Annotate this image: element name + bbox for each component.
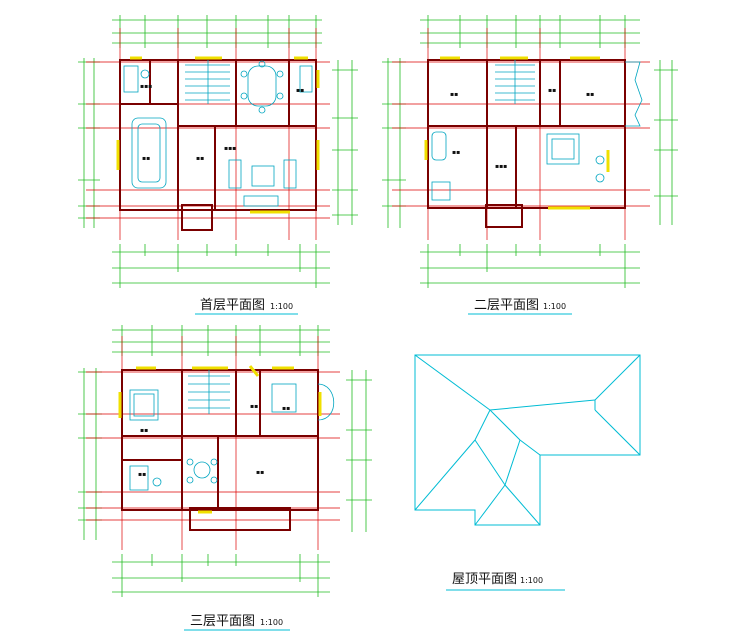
third-floor-windows (118, 365, 322, 514)
svg-text:▪▪: ▪▪ (196, 155, 204, 162)
svg-text:▪▪: ▪▪ (256, 469, 264, 476)
first-floor-scale: 1:100 (270, 302, 293, 311)
svg-text:▪▪: ▪▪ (140, 427, 148, 434)
roof-plan-scale: 1:100 (520, 576, 543, 585)
third-floor-fixtures (129, 370, 335, 491)
first-floor-walls (119, 59, 317, 231)
second-floor-fixtures (431, 60, 643, 201)
first-floor-room-marks: ▪▪ ▪▪ ▪▪ ▪▪▪ ▪▪▪ (140, 83, 304, 162)
third-floor-room-marks: ▪▪ ▪▪ ▪▪ ▪▪ ▪▪ (138, 403, 290, 478)
first-floor-fixtures (123, 60, 313, 207)
svg-text:▪▪: ▪▪ (282, 405, 290, 412)
svg-text:▪▪▪: ▪▪▪ (495, 163, 507, 170)
svg-text:▪▪▪: ▪▪▪ (140, 83, 152, 90)
roof-plan (414, 354, 641, 526)
svg-text:▪▪: ▪▪ (142, 155, 150, 162)
svg-text:▪▪: ▪▪ (586, 91, 594, 98)
first-floor-title: 首层平面图 (200, 298, 265, 313)
first-floor-plan: ▪▪ ▪▪ ▪▪ ▪▪▪ ▪▪▪ 首层平面图 1:100 (78, 15, 358, 315)
second-floor-windows (424, 56, 610, 210)
svg-text:▪▪: ▪▪ (138, 471, 146, 478)
svg-text:▪▪: ▪▪ (250, 403, 258, 410)
third-floor-walls (121, 369, 319, 531)
svg-text:▪▪: ▪▪ (296, 87, 304, 94)
third-floor-plan: ▪▪ ▪▪ ▪▪ ▪▪ ▪▪ 三层平面图 1:100 (78, 325, 372, 631)
svg-text:▪▪: ▪▪ (452, 149, 460, 156)
svg-text:▪▪: ▪▪ (548, 87, 556, 94)
second-floor-room-marks: ▪▪ ▪▪ ▪▪ ▪▪ ▪▪▪ (450, 87, 594, 170)
second-floor-walls (427, 59, 626, 228)
first-floor-windows (116, 56, 320, 214)
roof-plan-title: 屋顶平面图 (452, 572, 517, 587)
second-floor-dimensions (382, 15, 678, 288)
svg-text:▪▪▪: ▪▪▪ (224, 145, 236, 152)
second-floor-plan: ▪▪ ▪▪ ▪▪ ▪▪ ▪▪▪ 二层平面图 1:100 (382, 15, 678, 315)
third-floor-title: 三层平面图 (190, 614, 255, 629)
svg-text:▪▪: ▪▪ (450, 91, 458, 98)
second-floor-title: 二层平面图 (474, 298, 539, 313)
second-floor-scale: 1:100 (543, 302, 566, 311)
third-floor-scale: 1:100 (260, 618, 283, 627)
